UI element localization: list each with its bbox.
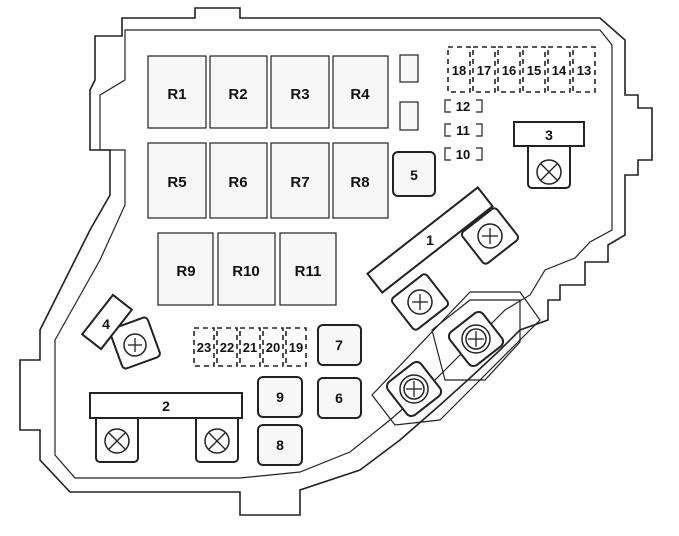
fuse-box-inner-rim	[54, 29, 613, 479]
fusible-link-2: 2	[89, 392, 243, 463]
fuse-label: 8	[276, 437, 284, 453]
fuse-label: 20	[266, 340, 280, 355]
fuse-6: 6	[317, 377, 362, 419]
relay-r1: R1	[147, 55, 207, 129]
relay-r10: R10	[217, 232, 276, 306]
fuse-label: 14	[552, 63, 567, 78]
fuse-label: 11	[456, 123, 470, 138]
mini-fuse-19: 19	[285, 327, 307, 367]
mini-fuse-22: 22	[216, 327, 238, 367]
relay-r11: R11	[279, 232, 337, 306]
fuse-label: 3	[545, 127, 553, 143]
relay-label: R9	[176, 263, 195, 280]
mini-fuse-11: 11	[444, 123, 483, 138]
fuse-label: 4	[102, 316, 110, 332]
fuse-label: 19	[289, 340, 303, 355]
relay-r3: R3	[270, 55, 330, 129]
mini-fuse-21: 21	[239, 327, 261, 367]
fusible-link-3: 3	[513, 121, 585, 189]
fuse-5: 5	[392, 151, 436, 197]
relay-r2: R2	[209, 55, 268, 129]
relay-label: R5	[167, 174, 186, 191]
relay-label: R7	[290, 174, 309, 191]
relay-label: R1	[167, 86, 186, 103]
relay-label: R11	[295, 263, 322, 280]
fuse-label: 1	[426, 232, 434, 248]
fuse-label: 23	[197, 340, 211, 355]
relay-label: R4	[350, 86, 370, 103]
fuse-label: 18	[452, 63, 466, 78]
fuse-label: 7	[335, 337, 343, 353]
relay-r8: R8	[332, 142, 389, 219]
fuse-label: 13	[577, 63, 591, 78]
fuse-label: 22	[220, 340, 234, 355]
relay-r7: R7	[270, 142, 330, 219]
relay-r5: R5	[147, 142, 207, 219]
fuse-label: 16	[502, 63, 516, 78]
relay-label: R6	[228, 174, 247, 191]
mini-fuse-15: 15	[522, 46, 546, 93]
empty-socket	[399, 101, 419, 131]
fuse-9: 9	[257, 376, 303, 418]
mini-fuse-12: 12	[444, 99, 483, 114]
mini-fuse-16: 16	[497, 46, 521, 93]
relay-r9: R9	[157, 232, 214, 306]
fuse-label: 12	[456, 99, 470, 114]
mini-fuse-18: 18	[447, 46, 471, 93]
fuse-7: 7	[317, 324, 362, 366]
fuse-label: 6	[335, 390, 343, 406]
relay-label: R10	[232, 263, 260, 280]
relay-r6: R6	[209, 142, 268, 219]
fuse-label: 21	[243, 340, 257, 355]
fusible-link-4: 4	[80, 293, 161, 370]
fuse-label: 17	[477, 63, 491, 78]
fuse-label: 10	[456, 147, 470, 162]
fuse-8: 8	[257, 424, 303, 466]
mini-fuse-14: 14	[547, 46, 571, 93]
fuse-label: 5	[410, 167, 418, 183]
relay-label: R3	[290, 86, 309, 103]
mini-fuse-17: 17	[472, 46, 496, 93]
fuse-label: 15	[527, 63, 541, 78]
relay-r4: R4	[332, 55, 389, 129]
fuse-label: 9	[276, 389, 284, 405]
mini-fuse-20: 20	[262, 327, 284, 367]
empty-socket	[399, 54, 419, 83]
relay-label: R8	[350, 174, 369, 191]
relay-label: R2	[228, 86, 247, 103]
battery-terminal-block	[371, 291, 541, 426]
fusible-link-1: 1	[366, 186, 520, 331]
fuse-label: 2	[162, 398, 170, 414]
mini-fuse-13: 13	[572, 46, 596, 93]
mini-fuse-10: 10	[444, 147, 483, 162]
mini-fuse-23: 23	[193, 327, 215, 367]
